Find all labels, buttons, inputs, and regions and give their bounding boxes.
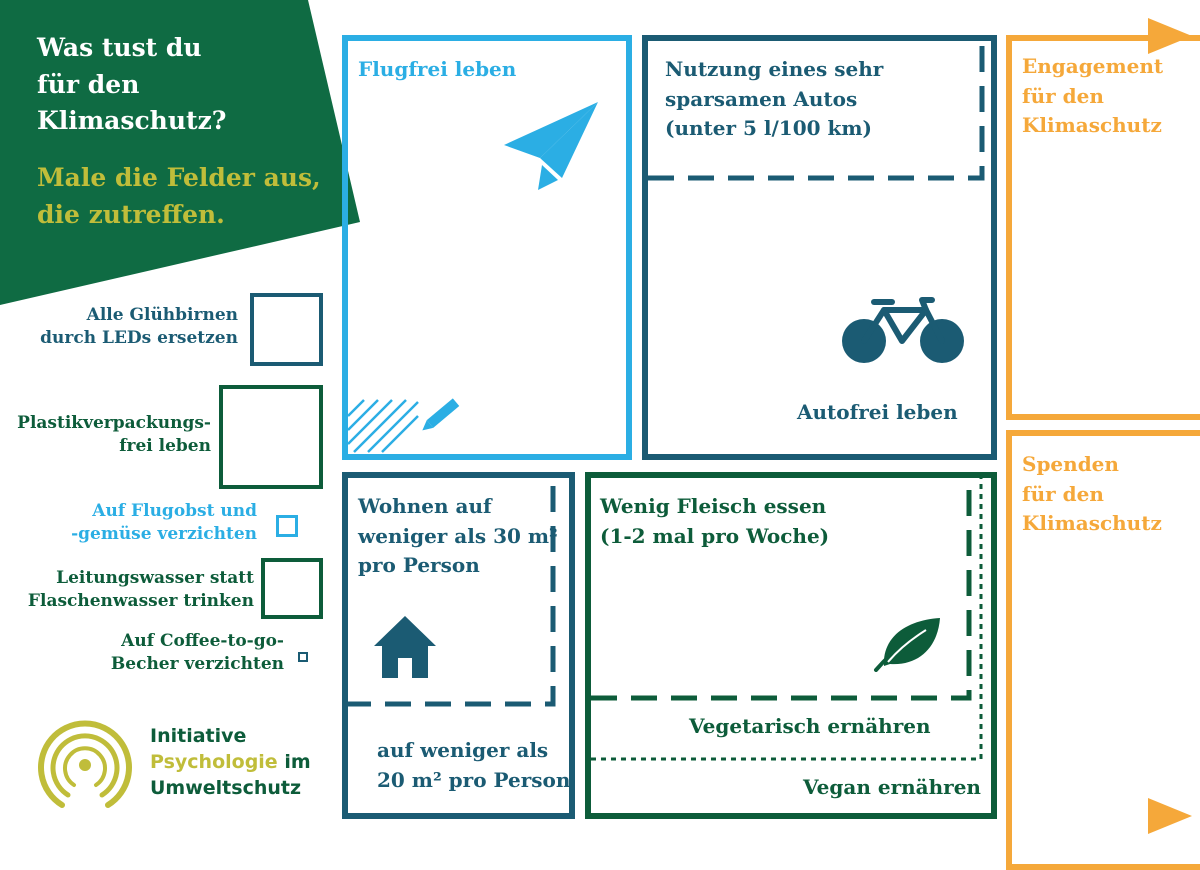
checklist-label-led: Alle Glühbirnen durch LEDs ersetzen xyxy=(40,305,238,348)
panel-donations-title: Spenden für den Klimaschutz xyxy=(1022,452,1162,536)
housing-30-dashed-border xyxy=(345,478,556,707)
header-banner xyxy=(0,0,360,305)
panel-food-title: Wenig Fleisch essen (1-2 mal pro Woche) xyxy=(600,494,830,548)
panel-flight-title: Flugfrei leben xyxy=(358,57,517,81)
page-instruction: Male die Felder aus, die zutreffen. xyxy=(37,163,321,229)
checklist-label-plastic: Plastikverpackungs- frei leben xyxy=(17,413,211,456)
checkbox-airfreight[interactable] xyxy=(276,515,298,537)
housing-small-label: auf weniger als 20 m² pro Person xyxy=(377,738,571,792)
panel-housing-title: Wohnen auf weniger als 30 m² pro Person xyxy=(358,494,558,578)
arrow-right-icon xyxy=(1148,798,1192,834)
paper-plane-icon xyxy=(504,102,598,190)
checklist-label-tapwater: Leitungswasser statt Flaschenwasser trin… xyxy=(27,568,254,611)
vegetarian-label: Vegetarisch ernähren xyxy=(689,714,931,738)
checklist-label-coffee: Auf Coffee-to-go- Becher verzichten xyxy=(110,631,284,674)
ipu-logo-text: Initiative Psychologie im Umweltschutz xyxy=(150,725,311,799)
panel-flight-free[interactable] xyxy=(342,35,632,460)
house-icon xyxy=(374,616,436,678)
checklist-label-airfreight: Auf Flugobst und -gemüse verzichten xyxy=(71,501,257,544)
food-dashed-borders xyxy=(591,478,983,761)
checkbox-coffee[interactable] xyxy=(298,652,308,662)
checkbox-plastic[interactable] xyxy=(219,385,323,489)
ipu-logo-icon xyxy=(38,720,132,808)
arrow-right-icon xyxy=(1148,18,1192,54)
car-efficient-dashed-border xyxy=(648,40,985,181)
panel-food[interactable] xyxy=(585,472,997,819)
panel-car-title: Nutzung eines sehr sparsamen Autos (unte… xyxy=(665,57,884,141)
vegan-label: Vegan ernähren xyxy=(803,775,981,799)
panel-engagement[interactable] xyxy=(1006,35,1200,420)
checkbox-led[interactable] xyxy=(250,293,323,366)
panel-housing[interactable] xyxy=(342,472,575,819)
car-free-label: Autofrei leben xyxy=(797,400,958,424)
checkbox-tapwater[interactable] xyxy=(261,558,323,619)
panel-car[interactable] xyxy=(642,35,997,460)
panel-engagement-title: Engagement für den Klimaschutz xyxy=(1022,54,1164,138)
pencil-icon xyxy=(348,398,460,453)
leaf-icon xyxy=(874,618,940,672)
bicycle-icon xyxy=(842,297,964,363)
page-question: Was tust du für den Klimaschutz? xyxy=(37,33,227,135)
